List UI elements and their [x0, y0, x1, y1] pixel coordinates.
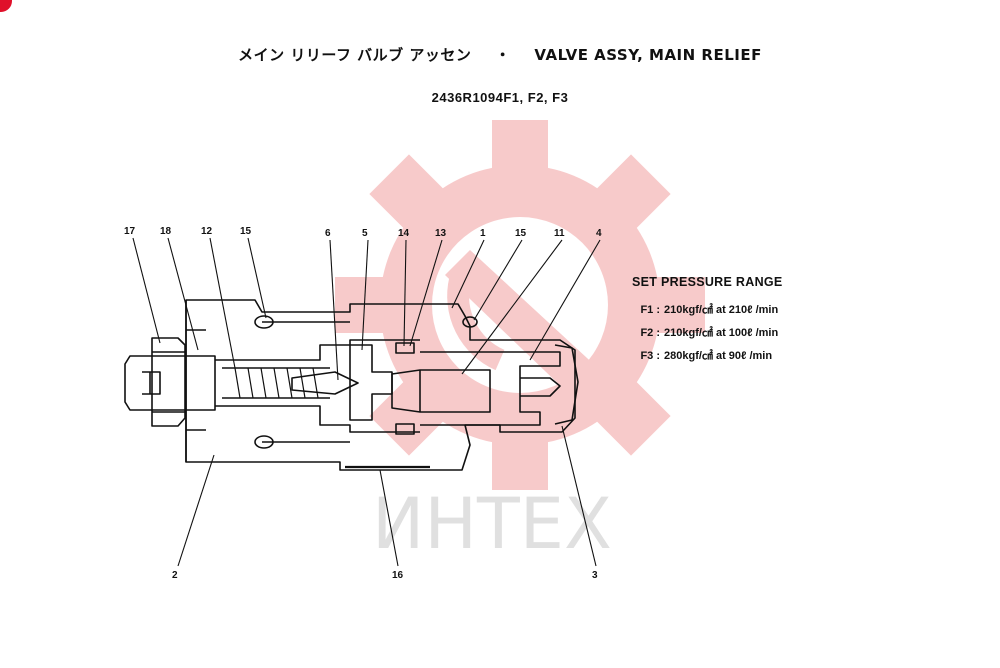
callout-6: 6	[325, 228, 331, 239]
part-number: 2436R1094F1, F2, F3	[431, 90, 569, 105]
pressure-code: F2 :	[640, 327, 660, 339]
callout-14: 14	[398, 228, 410, 239]
callout-16: 16	[392, 570, 404, 581]
page-title: メイン リリーフ バルブ アッセン ・ VALVE ASSY, MAIN REL…	[0, 44, 1000, 65]
plunger-3	[554, 344, 579, 425]
pressure-row-f3: F3 : 280kgf/㎠ at 90ℓ /min	[632, 347, 783, 370]
callout-4: 4	[596, 228, 602, 239]
backup-ring-14	[395, 423, 415, 435]
callout-15-left: 15	[240, 226, 252, 237]
hex-plug-17	[151, 337, 186, 427]
callout-18: 18	[160, 226, 172, 237]
callout-15-right: 15	[515, 228, 527, 239]
pressure-value: 210kgf/㎠ at 100ℓ /min	[664, 327, 779, 339]
set-pressure-heading: SET PRESSURE RANGE	[632, 275, 783, 289]
callout-numbers: 17 18 12 15 6 5 14 13 1 15 11 4 2 16 3	[124, 226, 602, 581]
callout-11: 11	[554, 228, 565, 239]
pressure-row-f2: F2 : 210kgf/㎠ at 100ℓ /min	[632, 324, 783, 347]
callout-1: 1	[480, 228, 486, 239]
title-english: VALVE ASSY, MAIN RELIEF	[534, 46, 762, 64]
set-pressure-range: SET PRESSURE RANGE F1 : 210kgf/㎠ at 210ℓ …	[632, 275, 783, 370]
watermark-gear-icon	[335, 120, 705, 490]
pressure-code: F1 :	[640, 304, 660, 316]
callout-2: 2	[172, 570, 178, 581]
callout-5: 5	[362, 228, 368, 239]
pressure-value: 280kgf/㎠ at 90ℓ /min	[664, 350, 773, 362]
pressure-row-f1: F1 : 210kgf/㎠ at 210ℓ /min	[632, 301, 783, 324]
title-separator: ・	[495, 46, 511, 64]
callout-13: 13	[435, 228, 447, 239]
pressure-value: 210kgf/㎠ at 210ℓ /min	[664, 304, 779, 316]
valve-assembly	[124, 299, 579, 471]
poppet-6	[291, 371, 359, 395]
adjust-screw-12	[124, 355, 216, 411]
spring	[222, 367, 330, 399]
callout-12: 12	[201, 226, 213, 237]
callout-3: 3	[592, 570, 598, 581]
o-ring-15-left	[254, 315, 274, 329]
pressure-code: F3 :	[640, 350, 660, 362]
main-body-2	[185, 299, 576, 471]
sleeve-4	[420, 351, 561, 426]
backup-ring-13	[395, 342, 415, 354]
o-ring-15-right	[462, 316, 478, 328]
title-japanese: メイン リリーフ バルブ アッセン	[238, 46, 472, 64]
watermark-text: ИНТЕХ	[372, 483, 612, 565]
callout-17: 17	[124, 226, 136, 237]
leader-lines	[132, 237, 601, 567]
